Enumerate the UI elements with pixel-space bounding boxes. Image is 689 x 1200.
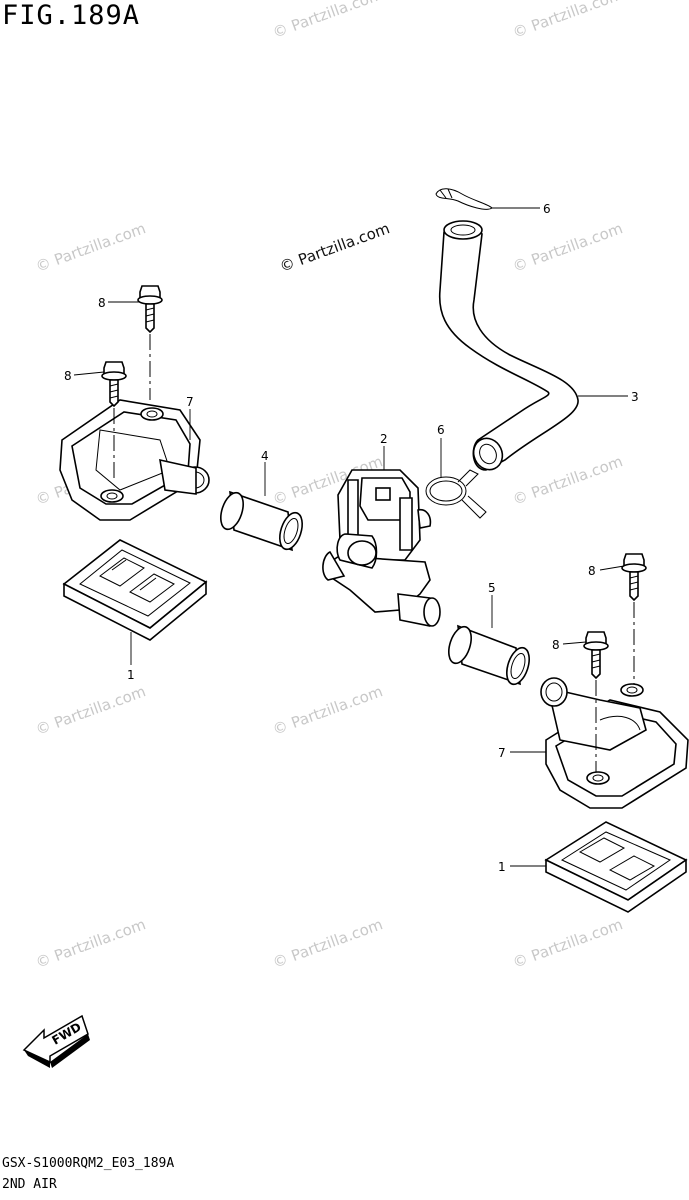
callout-3: 3	[631, 390, 639, 404]
callout-8-b: 8	[64, 369, 72, 383]
reed-plate-right	[544, 821, 688, 913]
figure-name: 2ND AIR	[2, 1177, 57, 1192]
watermark: © Partzilla.com	[510, 219, 625, 276]
callout-1-left: 1	[127, 668, 135, 682]
watermark-main: © Partzilla.com	[277, 219, 392, 276]
bolt-left-lower	[101, 361, 127, 480]
bolt-right-upper	[621, 553, 647, 684]
clamp-top	[435, 188, 493, 210]
figure-code: GSX-S1000RQM2_E03_189A	[2, 1156, 175, 1171]
callout-8-a: 8	[98, 296, 106, 310]
watermark: © Partzilla.com	[510, 915, 625, 972]
watermark: © Partzilla.com	[33, 915, 148, 972]
callout-2: 2	[380, 432, 388, 446]
tube-right	[448, 624, 530, 686]
bolt-right-lower	[583, 631, 609, 772]
callout-8-c: 8	[588, 564, 596, 578]
callout-4: 4	[261, 449, 269, 463]
callout-5: 5	[488, 581, 496, 595]
leader-lines	[73, 207, 628, 867]
watermark: © Partzilla.com	[270, 682, 385, 739]
callout-6-mid: 6	[437, 423, 445, 437]
watermark: © Partzilla.com	[510, 452, 625, 509]
callout-7-right: 7	[498, 746, 506, 760]
watermark: © Partzilla.com	[33, 219, 148, 276]
reed-cover-right	[540, 677, 689, 809]
reed-cover-left	[59, 399, 210, 521]
hose	[438, 220, 579, 471]
callout-7-left: 7	[186, 395, 194, 409]
watermark: © Partzilla.com	[270, 915, 385, 972]
fwd-arrow: FWD	[22, 1014, 90, 1068]
figure-title: FIG.189A	[2, 0, 141, 31]
callout-labels: 6 3 2 6 4 5 7 1 8 8 8 8 7 1	[64, 202, 639, 874]
reed-plate-left	[62, 539, 208, 641]
bolt-left-upper	[137, 285, 163, 400]
watermark: © Partzilla.com	[33, 682, 148, 739]
callout-1-right: 1	[498, 860, 506, 874]
watermark: © Partzilla.com	[510, 0, 625, 42]
tube-left	[220, 490, 303, 552]
watermark: © Partzilla.com	[270, 0, 385, 42]
control-valve	[322, 469, 441, 627]
callout-8-d: 8	[552, 638, 560, 652]
clamp-middle	[425, 469, 487, 519]
callout-6-top: 6	[543, 202, 551, 216]
